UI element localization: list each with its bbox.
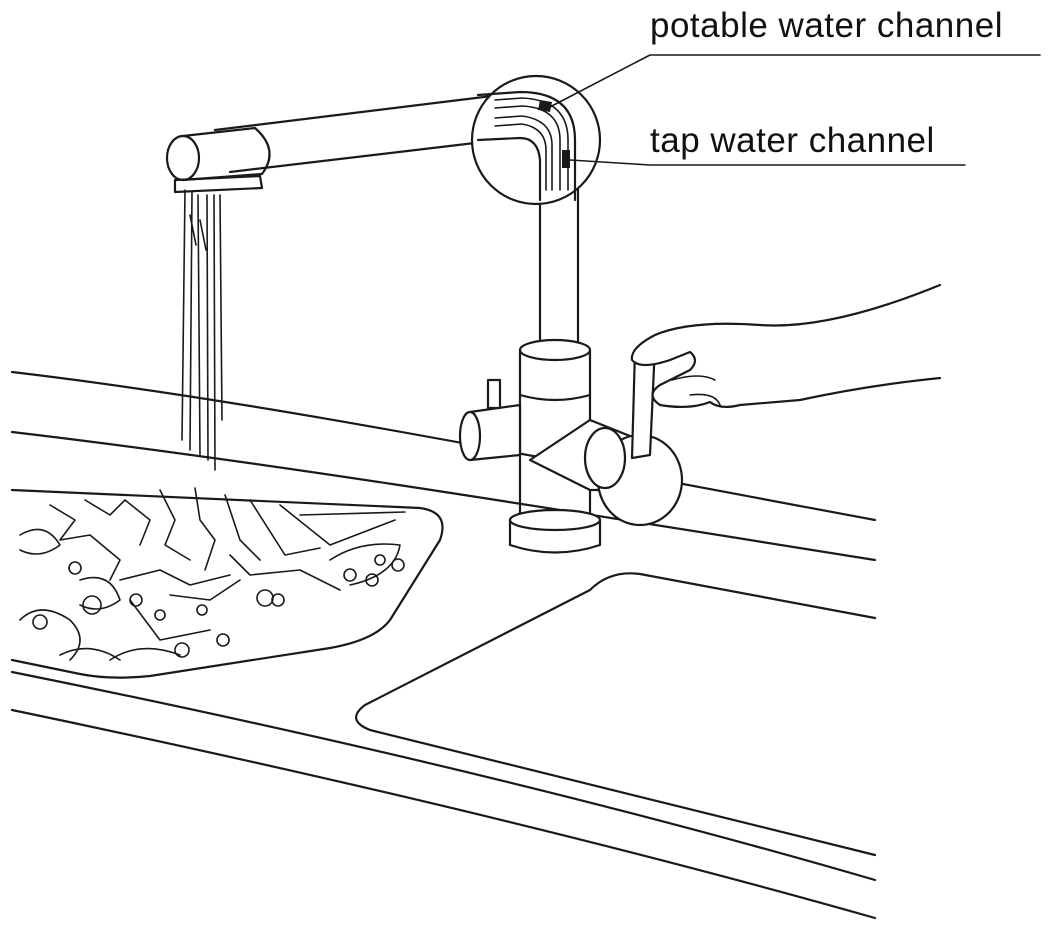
faucet-body [508, 338, 602, 554]
countertop-back-edge [10, 370, 877, 562]
water-stream [181, 189, 223, 471]
label-leader-lines [547, 54, 1041, 166]
faucet-spout-arm [165, 93, 502, 194]
magnified-channel-detail [470, 74, 602, 206]
dishes-in-sink [19, 487, 406, 661]
faucet-handle[interactable] [528, 343, 684, 527]
countertop-front-edge [10, 670, 877, 920]
tap-water-channel-label: tap water channel [650, 121, 935, 160]
potable-water-channel-label: potable water channel [650, 6, 1003, 45]
hand-turning-handle [630, 283, 942, 409]
right-sink-basin [355, 572, 877, 857]
left-valve-knob [458, 378, 522, 462]
left-sink-basin [10, 488, 444, 679]
